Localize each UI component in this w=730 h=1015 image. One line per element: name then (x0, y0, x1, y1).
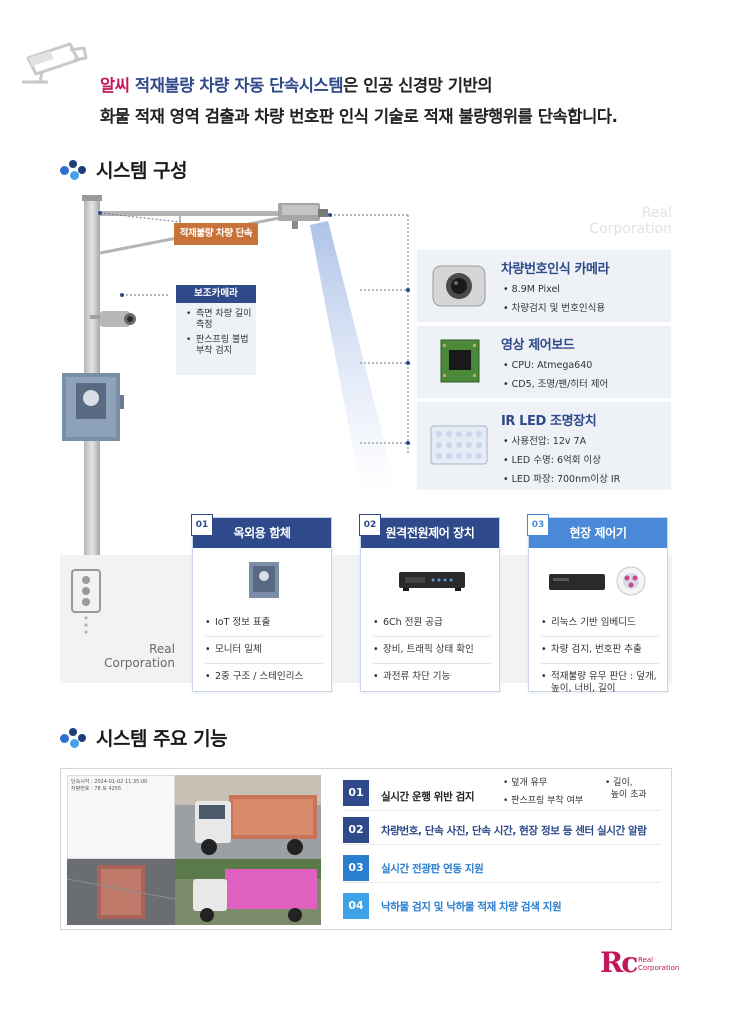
brand-name: 알씨 (100, 76, 130, 95)
component-camera: 차량번호인식 카메라 8.9M Pixel 차량검지 및 번호인식용 (417, 250, 671, 322)
feature-row-1: 01 실시간 운행 위반 검지 • 덮개 유무 • 판스프링 부착 여부 • 길… (343, 775, 661, 811)
cctv-camera-icon (22, 42, 88, 84)
card-item: 2중 구조 / 스테인리스 (205, 664, 323, 690)
feature-row-3: 03 실시간 전광판 연동 지원 (343, 853, 661, 883)
screenshot-info-panel: 단속시각 : 2024-01-02 11:35:00 차량번호 : 78 모 4… (67, 775, 175, 859)
feature-sub-item: • 덮개 유무 (503, 778, 548, 788)
feature-text: 실시간 전광판 연동 지원 (381, 863, 484, 875)
section-title-system-config: 시스템 구성 (60, 156, 188, 183)
system-name: 적재불량 차량 자동 단속시스템 (134, 76, 344, 95)
card-number: 01 (191, 514, 213, 536)
component-ir-led-spec: LED 수명: 6억회 이상 (503, 451, 620, 470)
field-controller-icon (549, 566, 646, 596)
circuit-board-icon (440, 339, 480, 383)
card-field-controller: 현장 제어기 03 리눅스 기반 임베디드 차량 검지, 번호판 추출 적재불량… (527, 514, 668, 694)
card-outdoor-enclosure: 옥외용 함체 01 IoT 정보 표출 모니터 일체 2중 구조 / 스테인리스 (191, 514, 332, 692)
card-number: 03 (527, 514, 549, 536)
card-item: 6Ch 전원 공급 (373, 610, 491, 637)
component-board-title: 영상 제어보드 (501, 338, 575, 353)
component-camera-spec: 8.9M Pixel (503, 280, 605, 299)
component-board-spec: CPU: Atmega640 (503, 356, 608, 375)
feature-sub-item: • 길이, 높이 초과 (605, 778, 647, 800)
section2-title-text: 시스템 주요 기능 (96, 728, 228, 750)
intro-line2: 화물 적재 영역 검출과 차량 번호판 인식 기술로 적재 불량행위를 단속합니… (100, 107, 618, 126)
camera-module-icon (432, 265, 486, 307)
feature-number: 01 (343, 780, 369, 806)
feature-row-4: 04 낙하물 검지 및 낙하물 적재 차량 검색 지원 (343, 891, 661, 921)
component-ir-led: IR LED 조명장치 사용전압: 12v 7A LED 수명: 6억회 이상 … (417, 402, 671, 490)
logo-mark: Rc (600, 946, 638, 979)
card-item: 리눅스 기반 임베디드 (541, 610, 659, 637)
outdoor-enclosure-icon (249, 562, 279, 598)
aux-camera-panel: 보조카메라 •측면 차량 길이 측정 •판스프링 불법 부착 검지 (176, 285, 256, 375)
component-ir-led-title: IR LED 조명장치 (501, 414, 597, 429)
functions-panel: 단속시각 : 2024-01-02 11:35:00 차량번호 : 78 모 4… (60, 768, 672, 930)
card-item: 장비, 트래픽 상태 확인 (373, 637, 491, 664)
card-item: IoT 정보 표출 (205, 610, 323, 637)
feature-text: 실시간 운행 위반 검지 (381, 791, 475, 803)
card-item: 차량 검지, 번호판 추출 (541, 637, 659, 664)
aux-camera-title: 보조카메라 (176, 285, 256, 303)
feature-number: 02 (343, 817, 369, 843)
card-power-controller: 원격전원제어 장치 02 6Ch 전원 공급 장비, 트래픽 상태 확인 과전류… (359, 514, 500, 692)
enforcement-screenshot: 단속시각 : 2024-01-02 11:35:00 차량번호 : 78 모 4… (67, 775, 321, 925)
top-view-photo (67, 859, 175, 925)
component-board: 영상 제어보드 CPU: Atmega640 CD5, 조명/팬/히터 제어 (417, 326, 671, 398)
component-camera-spec: 차량검지 및 번호인식용 (503, 299, 605, 318)
card-item: 모니터 일체 (205, 637, 323, 664)
card-item: 과전류 차단 기능 (373, 664, 491, 690)
power-controller-icon (399, 572, 465, 591)
feature-text: 낙하물 검지 및 낙하물 적재 차량 검색 지원 (381, 901, 562, 913)
intro-line1-rest: 은 인공 신경망 기반의 (343, 76, 493, 95)
card-title: 현장 제어기 (529, 518, 667, 548)
card-number: 02 (359, 514, 381, 536)
component-board-spec: CD5, 조명/팬/히터 제어 (503, 375, 609, 394)
card-title: 옥외용 함체 (193, 518, 331, 548)
feature-number: 04 (343, 893, 369, 919)
led-panel-icon (430, 425, 488, 465)
feature-row-2: 02 차량번호, 단속 사진, 단속 시간, 현장 정보 등 센터 실시간 알람 (343, 815, 661, 845)
section1-title-text: 시스템 구성 (96, 160, 188, 182)
bullet-dots-icon (60, 158, 88, 182)
bullet-dots-icon (60, 726, 88, 750)
feature-sub-item: • 판스프링 부착 여부 (503, 796, 584, 806)
component-ir-led-spec: 사용전압: 12v 7A (503, 432, 620, 451)
section-title-main-functions: 시스템 주요 기능 (60, 724, 228, 751)
card-item: 적재불량 유무 판단 : 덮개, 높이, 너비, 길이 (541, 664, 659, 702)
truck-photo-1 (175, 775, 321, 859)
component-ir-led-spec: LED 파장: 700nm이상 IR (503, 470, 621, 489)
feature-number: 03 (343, 855, 369, 881)
component-camera-title: 차량번호인식 카메라 (501, 262, 610, 277)
card-title: 원격전원제어 장치 (361, 518, 499, 548)
aux-camera-item: •측면 차량 길이 측정 (186, 309, 252, 330)
intro-text: 알씨 적재불량 차량 자동 단속시스템은 인공 신경망 기반의 화물 적재 영역… (100, 70, 618, 132)
feature-text: 차량번호, 단속 사진, 단속 시간, 현장 정보 등 센터 실시간 알람 (381, 825, 647, 837)
aux-camera-item: •판스프링 불법 부착 검지 (186, 335, 249, 356)
truck-photo-2 (175, 859, 321, 925)
enforcement-sign: 적재불량 차량 단속 (174, 223, 258, 245)
